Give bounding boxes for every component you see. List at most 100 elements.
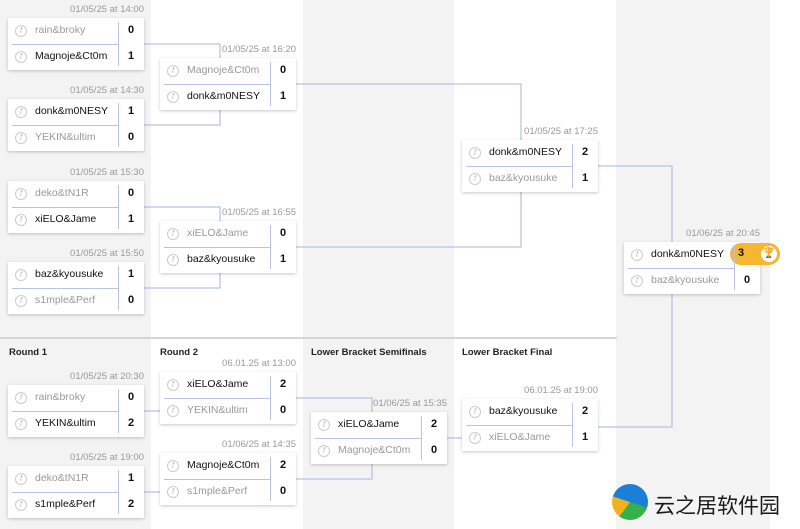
connector — [295, 464, 373, 480]
participant-name: YEKIN&ultim — [35, 131, 96, 143]
participant-avatar-icon: f — [631, 249, 643, 261]
participant-avatar-icon: f — [167, 460, 179, 472]
row-divider — [12, 288, 118, 289]
participant-name: baz&kyousuke — [489, 405, 558, 417]
score-divider — [118, 185, 119, 229]
match-time: 01/06/25 at 14:35 — [222, 439, 296, 450]
match-time: 01/06/25 at 20:45 — [686, 228, 760, 239]
participant-score: 0 — [430, 444, 438, 456]
participant-score: 1 — [127, 268, 135, 280]
connector — [598, 165, 673, 242]
participant-name: baz&kyousuke — [35, 268, 104, 280]
connector — [144, 273, 221, 289]
match-time: 01/05/25 at 17:25 — [524, 126, 598, 137]
participant-avatar-icon: f — [167, 405, 179, 417]
participant-avatar-icon: f — [469, 432, 481, 444]
participant-avatar-icon: f — [469, 406, 481, 418]
participant-avatar-icon: f — [15, 132, 27, 144]
participant-avatar-icon: f — [167, 254, 179, 266]
row-divider — [315, 438, 421, 439]
match-time: 01/05/25 at 19:00 — [70, 452, 144, 463]
match-participant[interactable]: f YEKIN&ultim 0 — [8, 125, 144, 151]
connector — [598, 294, 673, 428]
participant-avatar-icon: f — [318, 419, 330, 431]
participant-name: Magnoje&Ct0m — [187, 459, 260, 471]
row-divider — [164, 479, 270, 480]
match-time: 06.01.25 at 13:00 — [222, 358, 296, 369]
participant-score: 0 — [127, 187, 135, 199]
row-divider — [164, 247, 270, 248]
score-divider — [118, 470, 119, 514]
participant-avatar-icon: f — [318, 445, 330, 457]
participant-score: 1 — [127, 105, 135, 117]
participant-score: 0 — [127, 131, 135, 143]
participant-score: 1 — [127, 213, 135, 225]
participant-avatar-icon: f — [167, 228, 179, 240]
connector — [295, 192, 522, 248]
participant-avatar-icon: f — [15, 106, 27, 118]
participant-name: rain&broky — [35, 391, 86, 403]
participant-name: s1mple&Perf — [35, 498, 96, 510]
participant-score: 1 — [127, 50, 135, 62]
watermark-logo-icon — [612, 484, 648, 520]
participant-name: xiELO&Jame — [35, 213, 97, 225]
match-time: 01/05/25 at 14:00 — [70, 4, 144, 15]
participant-name: s1mple&Perf — [35, 294, 96, 306]
participant-score: 0 — [743, 274, 751, 286]
participant-score: 2 — [127, 498, 135, 510]
participant-name: Magnoje&Ct0m — [187, 64, 260, 76]
participant-score: 2 — [581, 146, 589, 158]
score-divider — [118, 266, 119, 310]
participant-name: donk&m0NESY — [651, 248, 724, 260]
participant-score: 1 — [581, 431, 589, 443]
participant-score: 0 — [279, 227, 287, 239]
participant-avatar-icon: f — [469, 147, 481, 159]
score-divider — [270, 457, 271, 501]
row-divider — [164, 398, 270, 399]
connector — [144, 43, 221, 58]
participant-score: 0 — [279, 485, 287, 497]
participant-avatar-icon: f — [469, 173, 481, 185]
